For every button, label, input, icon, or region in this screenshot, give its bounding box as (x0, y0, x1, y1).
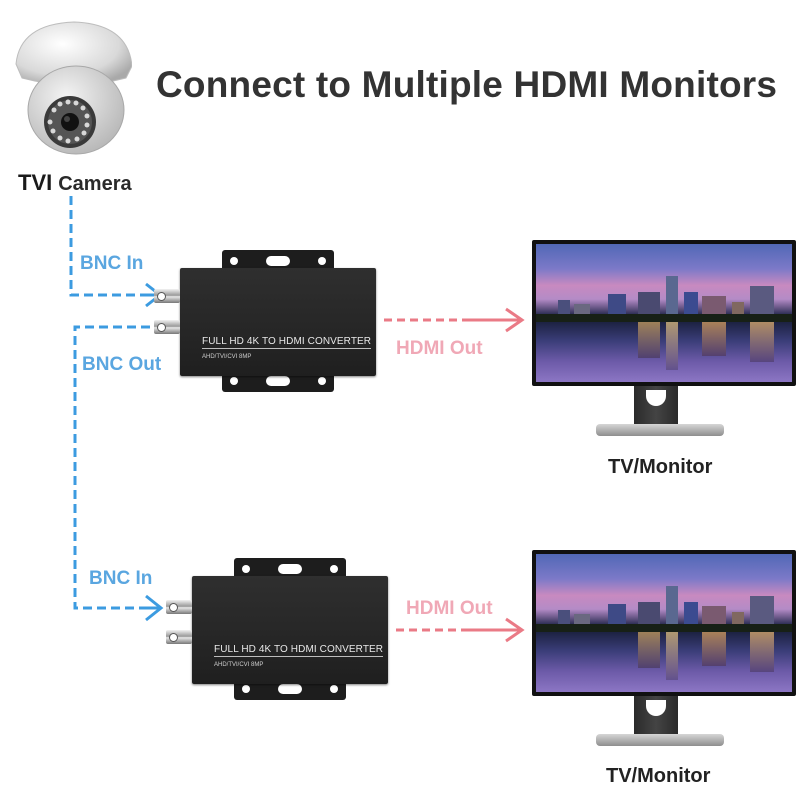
converter-format-label: AHD/TVI/CVI 8MP (202, 354, 252, 360)
bnc-out-line (73, 325, 150, 610)
bnc-in-2-label: BNC In (89, 568, 153, 589)
dome-camera-icon (14, 18, 132, 162)
bnc-in-port-icon (154, 289, 180, 303)
camera-type-label: TVI (18, 170, 53, 195)
hdmi-out-1-label: HDMI Out (396, 338, 483, 359)
converter-format-label: AHD/TVI/CVI 8MP (214, 662, 264, 668)
bnc-out-port-icon (154, 320, 180, 334)
monitor-1-label: TV/Monitor (608, 456, 713, 478)
converter-model-label: FULL HD 4K TO HDMI CONVERTER (214, 644, 384, 657)
monitor-2-label: TV/Monitor (606, 765, 711, 787)
converter-1: FULL HD 4K TO HDMI CONVERTER AHD/TVI/CVI… (180, 250, 376, 392)
camera-name-label: Camera (58, 173, 132, 195)
monitor-2-icon (532, 550, 798, 750)
bnc-out-label: BNC Out (82, 354, 162, 375)
mounting-flange-top (222, 250, 334, 272)
bnc-in-port-icon (166, 600, 192, 614)
converter-model-label: FULL HD 4K TO HDMI CONVERTER (202, 336, 372, 349)
hdmi-out-2-label: HDMI Out (406, 598, 493, 619)
converter-2: FULL HD 4K TO HDMI CONVERTER AHD/TVI/CVI… (192, 558, 388, 700)
bnc-in-1-line (69, 196, 140, 297)
bnc-in-1-label: BNC In (80, 253, 144, 274)
converter-body: FULL HD 4K TO HDMI CONVERTER AHD/TVI/CVI… (180, 268, 376, 376)
bnc-out-port-icon (166, 630, 192, 644)
converter-body: FULL HD 4K TO HDMI CONVERTER AHD/TVI/CVI… (192, 576, 388, 684)
monitor-1-icon (532, 240, 798, 440)
diagram-title: Connect to Multiple HDMI Monitors (156, 64, 778, 105)
mounting-flange-top (234, 558, 346, 580)
